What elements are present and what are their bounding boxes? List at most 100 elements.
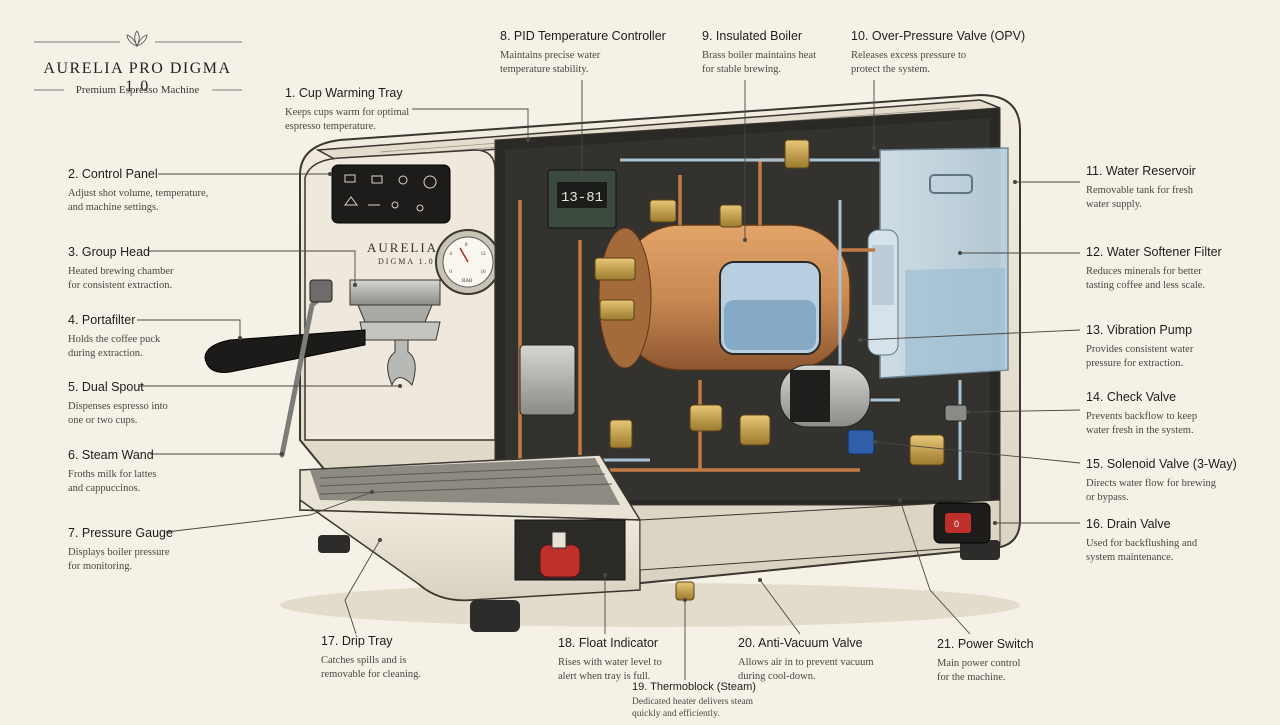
callout-title: 8. PID Temperature Controller <box>500 29 666 43</box>
leader-line-7 <box>165 491 373 533</box>
solenoid-valve <box>847 429 875 455</box>
leader-dot <box>369 489 375 495</box>
check-valve <box>944 404 968 422</box>
leader-dot <box>682 597 688 603</box>
leader-dot <box>871 145 877 151</box>
callout-title: 19. Thermoblock (Steam) <box>632 681 756 693</box>
callout-description: Rises with water level to alert when tra… <box>558 657 662 682</box>
callout-description: Holds the coffee puck during extraction. <box>68 334 161 359</box>
callout-title: 10. Over-Pressure Valve (OPV) <box>851 29 1026 43</box>
water-reservoir <box>879 147 1009 379</box>
leader-dot <box>579 172 585 178</box>
water-softener-filter <box>867 229 899 356</box>
callout-description: Prevents backflow to keep water fresh in… <box>1086 411 1198 436</box>
callout-title: 9. Insulated Boiler <box>702 29 803 43</box>
callout-description: Dispenses espresso into one or two cups. <box>68 401 168 426</box>
cup-icon <box>344 174 356 183</box>
leader-line-20 <box>759 579 801 635</box>
leader-line-17 <box>344 539 381 635</box>
leader-dot <box>992 520 998 526</box>
callout-description: Brass boiler maintains heat for stable b… <box>702 50 817 75</box>
callout-19: 19. Thermoblock (Steam)Dedicated heater … <box>632 681 756 720</box>
brand-model: DIGMA 1.0 <box>378 257 435 266</box>
leader-dot <box>857 337 863 343</box>
leader-dot <box>327 171 333 177</box>
callout-title: 16. Drain Valve <box>1086 517 1171 531</box>
leader-dot <box>1012 179 1018 185</box>
callout-description: Maintains precise water temperature stab… <box>500 50 601 75</box>
callout-description: Froths milk for lattes and cappuccinos. <box>68 469 157 494</box>
portafilter-handle <box>204 329 366 373</box>
float-indicator <box>539 531 581 578</box>
thermoblock <box>519 344 576 416</box>
brass-fittings <box>594 139 945 466</box>
callout-description: Main power control for the machine. <box>937 658 1021 683</box>
group-head <box>349 279 441 306</box>
callout-title: 13. Vibration Pump <box>1086 323 1193 337</box>
callout-title: 4. Portafilter <box>68 313 136 327</box>
leader-dot <box>757 577 763 583</box>
leader-line-21 <box>899 499 971 635</box>
portafilter <box>359 321 441 341</box>
anti-vacuum-valve <box>675 581 695 601</box>
leader-dot <box>525 137 531 143</box>
power-switch: 0 <box>933 502 991 544</box>
insulated-boiler <box>598 224 851 371</box>
leader-dot <box>279 451 285 457</box>
lotus-icon <box>126 30 148 48</box>
callout-description: Used for backflushing and system mainten… <box>1086 538 1198 563</box>
machine-feet <box>318 535 1000 632</box>
gauge-tick-label: 8 <box>465 243 468 248</box>
callout-description: Adjust shot volume, temperature, and mac… <box>68 188 209 213</box>
pid-controller: 13-81 <box>547 169 617 229</box>
drop-icon <box>344 196 358 206</box>
gauge-tick-label: 16 <box>481 270 487 275</box>
gauge-tick-label: 4 <box>449 252 452 257</box>
leader-dot <box>872 439 878 445</box>
leader-line-13 <box>859 329 1081 341</box>
brand-plate: AURELIA <box>367 240 438 255</box>
callout-description: Keeps cups warm for optimal espresso tem… <box>285 107 410 132</box>
leader-dot <box>965 409 971 415</box>
gauge-unit: BAR <box>462 279 473 284</box>
dual-spout <box>387 339 416 387</box>
callout-title: 14. Check Valve <box>1086 390 1177 404</box>
page-title: AURELIA PRO DIGMA 1.0 <box>43 60 232 95</box>
callout-description: Directs water flow for brewing or bypass… <box>1086 478 1217 503</box>
callout-title: 17. Drip Tray <box>321 634 393 648</box>
temp-icon <box>391 201 399 209</box>
callout-title: 2. Control Panel <box>68 167 158 181</box>
callout-title: 12. Water Softener Filter <box>1086 245 1222 259</box>
callout-title: 5. Dual Spout <box>68 380 144 394</box>
leader-dot <box>742 237 748 243</box>
callout-15: 15. Solenoid Valve (3-Way)Directs water … <box>1086 457 1237 504</box>
steam-icon <box>398 175 408 185</box>
callout-10: 10. Over-Pressure Valve (OPV)Releases ex… <box>851 29 1025 76</box>
leader-line-4 <box>137 319 241 338</box>
callout-description: Catches spills and is removable for clea… <box>321 655 421 680</box>
callout-title: 18. Float Indicator <box>558 636 659 650</box>
leader-line-14 <box>967 409 1081 413</box>
leader-dot <box>602 572 608 578</box>
callout-description: Provides consistent water pressure for e… <box>1086 344 1194 369</box>
callout-description: Allows air in to prevent vacuum during c… <box>738 657 874 682</box>
callout-title: 3. Group Head <box>68 245 150 259</box>
